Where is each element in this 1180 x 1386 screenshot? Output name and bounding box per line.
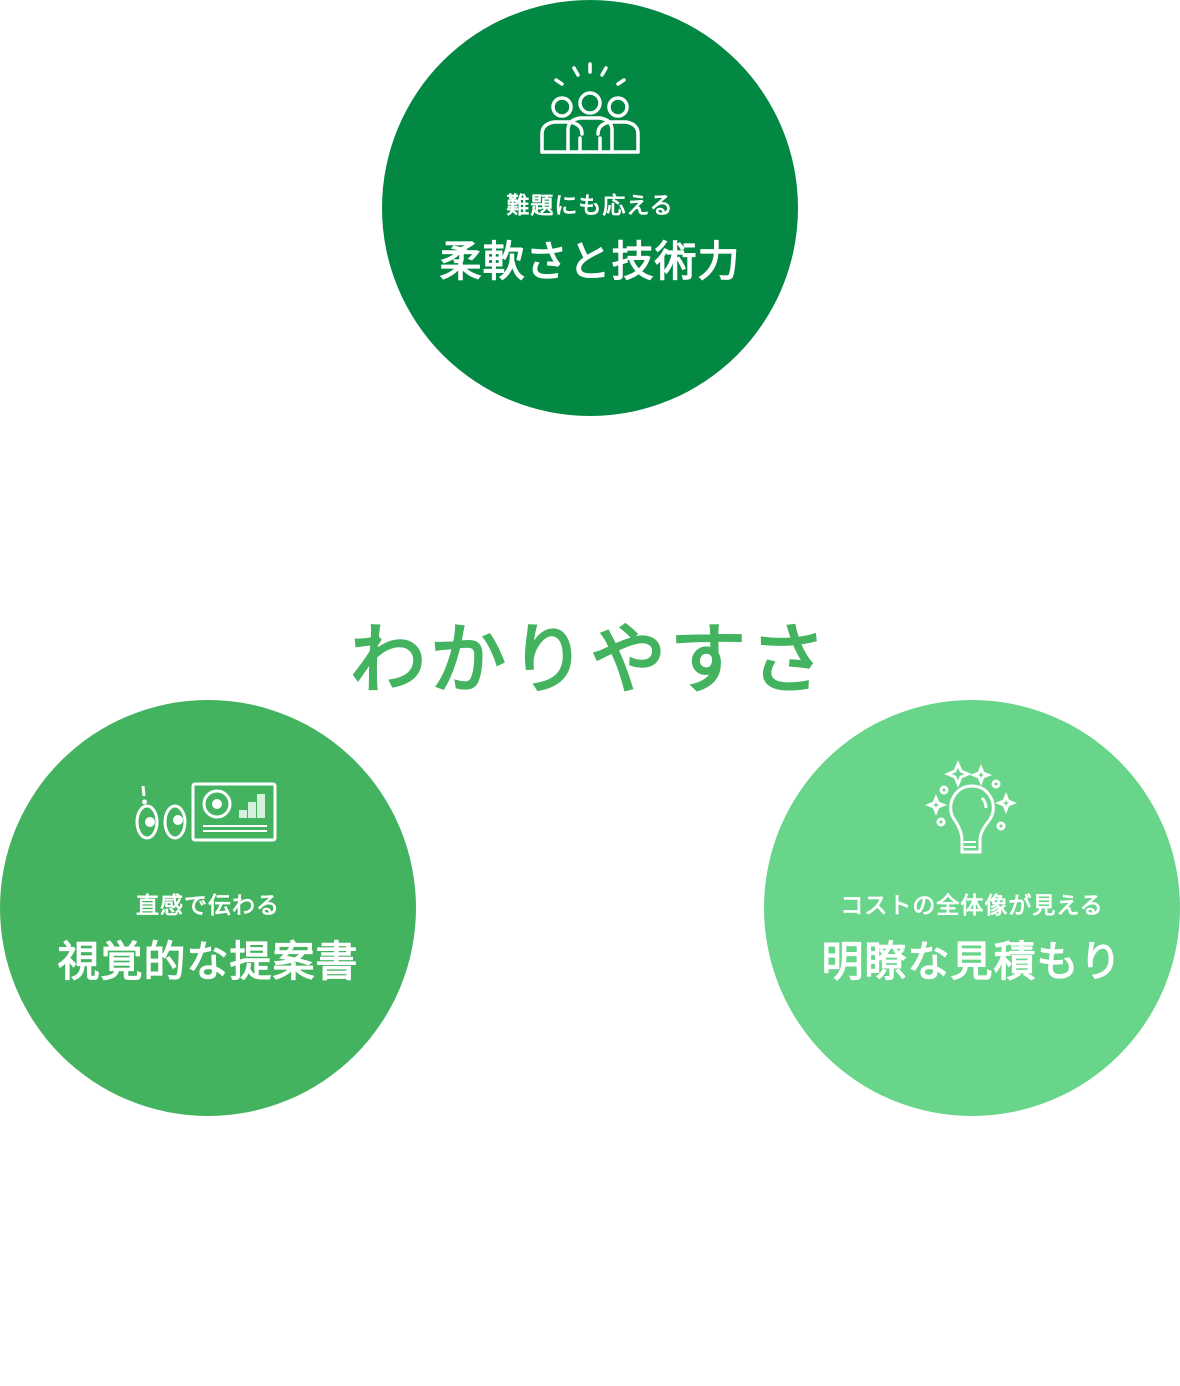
feature-circle-flexibility: 難題にも応える 柔軟さと技術力 bbox=[382, 0, 798, 416]
feature-circle-proposal: 直感で伝わる 視覚的な提案書 bbox=[0, 700, 416, 1116]
lightbulb-icon bbox=[924, 760, 1018, 854]
circle-title: 明瞭な見積もり bbox=[821, 937, 1123, 986]
circle-title: 視覚的な提案書 bbox=[57, 937, 359, 986]
team-icon bbox=[540, 62, 640, 154]
circle-subtitle: 難題にも応える bbox=[506, 193, 674, 219]
circle-subtitle: コストの全体像が見える bbox=[840, 893, 1104, 919]
center-title: わかりやすさ bbox=[350, 615, 830, 704]
circle-title: 柔軟さと技術力 bbox=[439, 237, 741, 286]
circle-subtitle: 直感で伝わる bbox=[136, 893, 280, 919]
eyes-presentation-icon bbox=[135, 782, 277, 842]
feature-circle-estimate: コストの全体像が見える 明瞭な見積もり bbox=[764, 700, 1180, 1116]
